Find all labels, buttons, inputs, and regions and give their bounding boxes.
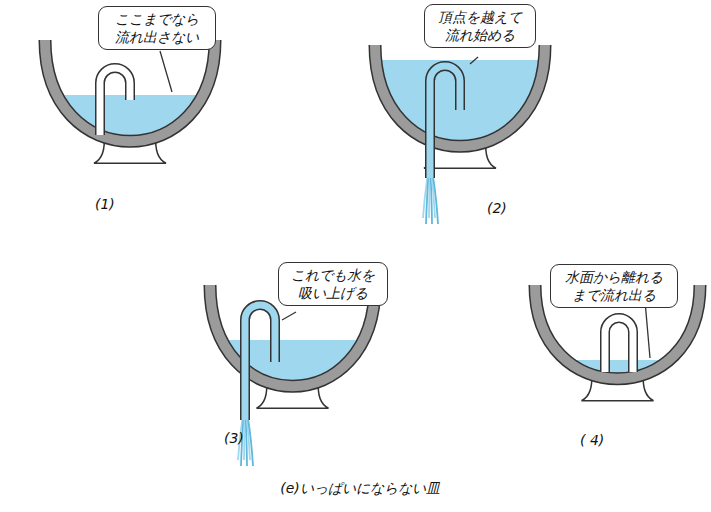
water-stream [433,178,438,224]
callout-text: ここまでなら 流れ出さない [105,10,209,46]
bowl-wall [45,40,215,141]
callout-text: 水面から離れる まで流れ出る [557,268,671,304]
callout-bubble: 水面から離れる まで流れ出る [550,264,678,308]
bowl-figure [210,285,375,466]
bowl-figure [375,45,545,224]
siphon-tube [100,68,130,135]
callout-text: 頂点を越えて 流れ始める [431,8,529,44]
siphon-tube [430,66,460,178]
callout-bubble: 頂点を越えて 流れ始める [424,4,536,48]
siphon-bore [100,68,130,135]
siphon-bore [605,318,633,372]
bowl-figure [45,40,215,175]
callout-bubble: ここまでなら 流れ出さない [98,6,216,50]
siphon-tube [245,305,275,420]
siphon-bore [430,66,460,178]
bowl-outline [45,40,215,141]
figure-number: (2) [487,200,507,216]
figure-number: (1) [95,196,115,212]
callout-pointer [282,312,296,320]
figure-number: (3) [224,430,244,446]
siphon-bore [245,305,275,420]
water-stream [426,178,428,224]
callout-pointer [470,57,478,64]
callout-bubble: これでも水を 吸い上げる [278,262,388,306]
figure-number: ( 4) [580,432,604,448]
callout-text: これでも水を 吸い上げる [285,266,381,302]
water-stream [248,420,253,466]
siphon-tube [605,318,633,372]
callout-pointer [160,51,172,92]
caption: (e)いっぱいにならない皿 [280,480,440,498]
callout-pointer [645,301,650,358]
